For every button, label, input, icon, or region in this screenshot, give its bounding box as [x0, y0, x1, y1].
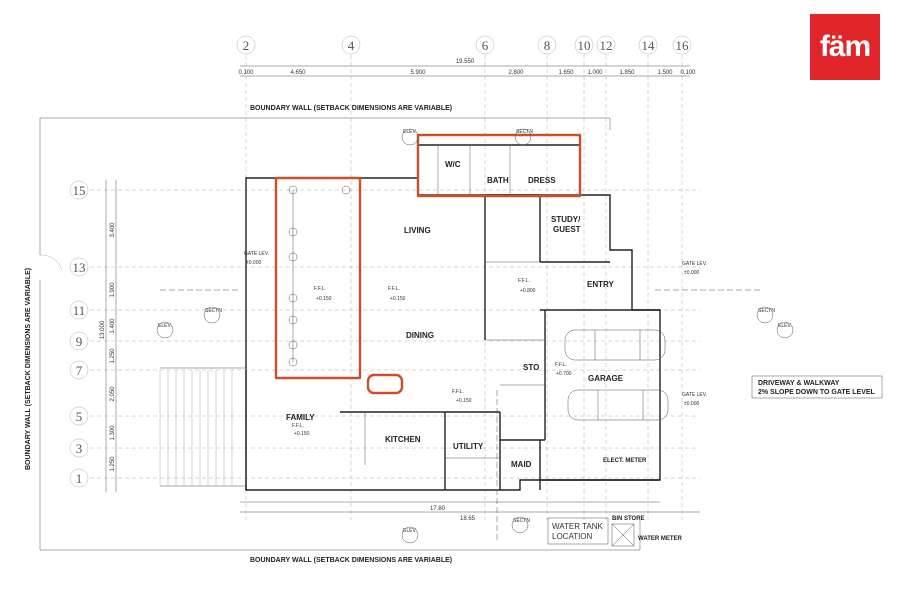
- sect-label-bottom: SECTN: [513, 518, 530, 524]
- left-dim-6: 1.300: [110, 425, 116, 441]
- room-bath: BATH: [487, 176, 509, 185]
- ffl-utility-label: F.F.L.: [452, 389, 464, 395]
- top-dim-7: 1.850: [619, 70, 635, 76]
- top-dim-5: 1.650: [558, 70, 574, 76]
- room-entry: ENTRY: [587, 280, 614, 289]
- sect-label-top: SECTN: [516, 129, 533, 135]
- room-sto: STO: [523, 363, 539, 372]
- grid-top-2: 2: [243, 38, 250, 53]
- grid-left-5: 5: [76, 409, 83, 424]
- bin-store-label: BIN STORE: [612, 516, 645, 522]
- gate-left-value: ±0.000: [246, 260, 261, 266]
- grid-top-6: 6: [482, 38, 489, 53]
- water-tank-line2: LOCATION: [552, 532, 593, 541]
- room-utility: UTILITY: [453, 442, 484, 451]
- elev-label-right: ELEV.: [778, 323, 792, 329]
- room-living: LIVING: [404, 226, 431, 235]
- gate-right-value: ±0.000: [684, 270, 699, 276]
- left-dim-total: 13.000: [100, 320, 106, 339]
- room-garage: GARAGE: [588, 374, 624, 383]
- left-dim-2: 1.900: [110, 282, 116, 298]
- room-wc: W/C: [445, 160, 461, 169]
- room-maid: MAID: [511, 460, 532, 469]
- grid-top-markers: 2 4 6 8 10 12 14 16: [236, 35, 692, 55]
- grid-left-7: 7: [76, 363, 83, 378]
- room-dining: DINING: [406, 331, 434, 340]
- ffl-utility: +0.150: [456, 398, 472, 404]
- brand-logo: fäm: [810, 14, 880, 80]
- ffl-entry: +0.800: [520, 288, 536, 294]
- top-dim-9: 0.100: [680, 70, 696, 76]
- grid-left-1: 1: [76, 471, 83, 486]
- left-dim-5: 2.050: [110, 386, 116, 402]
- grid-top-4: 4: [348, 38, 355, 53]
- highlight-outlines: [274, 133, 582, 395]
- grid-left-15: 15: [73, 183, 86, 198]
- sect-label-right: SECTN: [758, 308, 775, 314]
- left-dim-7: 1.250: [110, 456, 116, 472]
- ffl-dining: +0.150: [390, 296, 406, 302]
- ffl-family: +0.150: [294, 431, 310, 437]
- garage-cars: [564, 329, 669, 421]
- grid-left-13: 13: [73, 260, 86, 275]
- room-study: STUDY/: [551, 215, 581, 224]
- grid-top-12: 12: [600, 38, 613, 53]
- bottom-dim-2: 18.65: [460, 516, 476, 522]
- grid-top-14: 14: [642, 38, 656, 53]
- gate-right2-value: ±0.000: [684, 401, 699, 407]
- top-dim-1: 0.100: [238, 70, 254, 76]
- room-family: FAMILY: [286, 413, 315, 422]
- bottom-dim-1: 17.80: [430, 506, 446, 512]
- room-guest: GUEST: [553, 225, 581, 234]
- driveway-line1: DRIVEWAY & WALKWAY: [758, 380, 840, 387]
- gate-right2-label: GATE LEV.: [682, 392, 707, 398]
- ffl-sto: +0.700: [556, 371, 572, 377]
- left-dim-1: 3.400: [110, 222, 116, 238]
- room-dress: DRESS: [528, 176, 556, 185]
- ffl-family-label: F.F.L.: [292, 423, 304, 429]
- elev-label-bottom: ELEV.: [403, 528, 417, 534]
- grid-left-9: 9: [76, 334, 83, 349]
- water-tank-line1: WATER TANK: [552, 522, 603, 531]
- grid-left-3: 3: [76, 441, 83, 456]
- overall-dimension: 19.550: [456, 59, 475, 65]
- ffl-sto-label: F.F.L.: [555, 362, 567, 368]
- grid-left-markers: 15 13 11 9 7 5 3 1: [69, 180, 89, 488]
- gate-right-label: GATE LEV.: [682, 261, 707, 267]
- ffl-living-label: F.F.L.: [314, 286, 326, 292]
- grid-top-8: 8: [544, 38, 551, 53]
- boundary-left-label: BOUNDARY WALL (SETBACK DIMENSIONS ARE VA…: [25, 268, 32, 470]
- boundary-bottom-label: BOUNDARY WALL (SETBACK DIMENSIONS ARE VA…: [250, 557, 452, 564]
- boundary-top-label: BOUNDARY WALL (SETBACK DIMENSIONS ARE VA…: [250, 105, 452, 112]
- grid-left-11: 11: [73, 303, 86, 318]
- elect-meter-label: ELECT. METER: [603, 458, 647, 464]
- driveway-line2: 2% SLOPE DOWN TO GATE LEVEL: [758, 389, 876, 396]
- top-dim-4: 2.800: [508, 70, 524, 76]
- ffl-entry-label: F.F.L.: [518, 278, 530, 284]
- water-meter-label: WATER METER: [638, 536, 683, 542]
- sect-label-left: SECTN: [205, 308, 222, 314]
- gate-left-label: GATE LEV.: [244, 251, 269, 257]
- elev-label-top: ELEV.: [403, 129, 417, 135]
- left-dim-4: 1.250: [110, 348, 116, 364]
- grid-top-10: 10: [578, 38, 591, 53]
- ffl-dining-label: F.F.L.: [388, 286, 400, 292]
- ffl-living: +0.150: [316, 296, 332, 302]
- elev-label-left: ELEV.: [158, 323, 172, 329]
- section-markers: [156, 128, 794, 544]
- top-dim-2: 4.650: [290, 70, 306, 76]
- top-dim-8: 1.500: [657, 70, 673, 76]
- grid-top-16: 16: [676, 38, 690, 53]
- top-dim-6: 1.000: [587, 70, 603, 76]
- room-kitchen: KITCHEN: [385, 435, 421, 444]
- top-dim-3: 5.900: [410, 70, 426, 76]
- left-dim-3: 1.400: [110, 318, 116, 334]
